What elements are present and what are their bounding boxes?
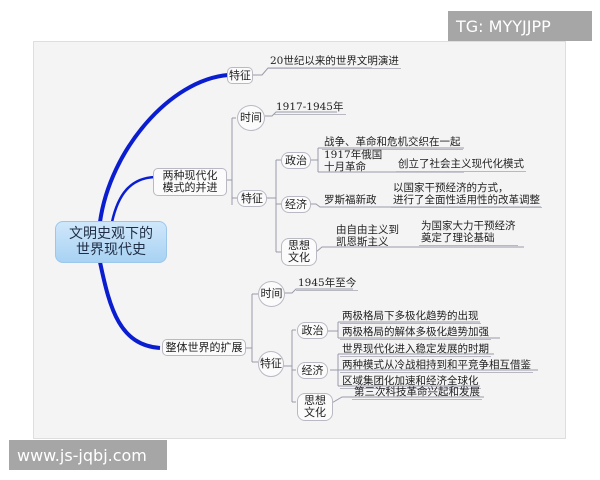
branch3-economy-leaf-2: 两种模式从冷战相持到和平竞争相互借鉴 bbox=[340, 359, 533, 373]
watermark-bottom-left: www.js-jqbj.com bbox=[9, 440, 167, 470]
branch2-culture-leaf: 由自由主义到 凯恩斯主义 bbox=[336, 224, 399, 248]
branch2-politics-node[interactable]: 政治 bbox=[281, 152, 311, 169]
branch2-culture-leaf-detail: 为国家大力干预经济 奠定了理论基础 bbox=[419, 220, 518, 246]
branch1-feature-node[interactable]: 特征 bbox=[227, 67, 253, 84]
branch2-economy-node[interactable]: 经济 bbox=[281, 196, 311, 213]
branch3-time-node[interactable]: 时间 bbox=[258, 281, 285, 307]
branch1-feature-leaf: 20世纪以来的世界文明演进 bbox=[268, 55, 401, 69]
branch2-politics-leaf-1: 战争、革命和危机交织在一起 bbox=[322, 136, 463, 150]
branch3-economy-node[interactable]: 经济 bbox=[297, 362, 328, 379]
branch3-economy-leaf-3: 区域集团化加速和经济全球化 bbox=[340, 375, 481, 389]
branch3-feature-node[interactable]: 特征 bbox=[258, 351, 284, 377]
branch3-node[interactable]: 整体世界的扩展 bbox=[162, 339, 246, 356]
watermark-top-right: TG: MYYJJPP bbox=[448, 11, 592, 41]
branch2-feature-node[interactable]: 特征 bbox=[237, 190, 267, 207]
branch3-politics-leaf-1: 两极格局下多极化趋势的出现 bbox=[340, 310, 481, 324]
branch2-economy-leaf: 罗斯福新政 bbox=[324, 194, 377, 206]
branch3-politics-node[interactable]: 政治 bbox=[297, 322, 328, 339]
branch3-politics-leaf-2: 两极格局的解体多极化趋势加强 bbox=[340, 326, 491, 340]
branch2-node[interactable]: 两种现代化 模式的并进 bbox=[153, 168, 227, 196]
branch2-politics-leaf-2: 1917年俄国 十月革命 bbox=[324, 149, 383, 173]
branch2-culture-node[interactable]: 思想 文化 bbox=[281, 238, 317, 266]
branch2-time-node[interactable]: 时间 bbox=[237, 105, 265, 131]
branch2-politics-leaf-2-detail: 创立了社会主义现代化模式 bbox=[396, 158, 526, 172]
branch3-time-leaf: 1945年至今 bbox=[296, 277, 359, 291]
branch3-culture-node[interactable]: 思想 文化 bbox=[297, 393, 333, 421]
root-node[interactable]: 文明史观下的 世界现代史 bbox=[55, 221, 167, 263]
branch2-economy-leaf-detail: 以国家干预经济的方式， 进行了全面性适用性的改革调整 bbox=[391, 182, 542, 208]
branch3-culture-leaf: 第三次科技革命兴起和发展 bbox=[352, 386, 482, 400]
branch3-economy-leaf-1: 世界现代化进入稳定发展的时期 bbox=[340, 343, 491, 357]
branch2-time-leaf: 1917-1945年 bbox=[274, 101, 346, 115]
